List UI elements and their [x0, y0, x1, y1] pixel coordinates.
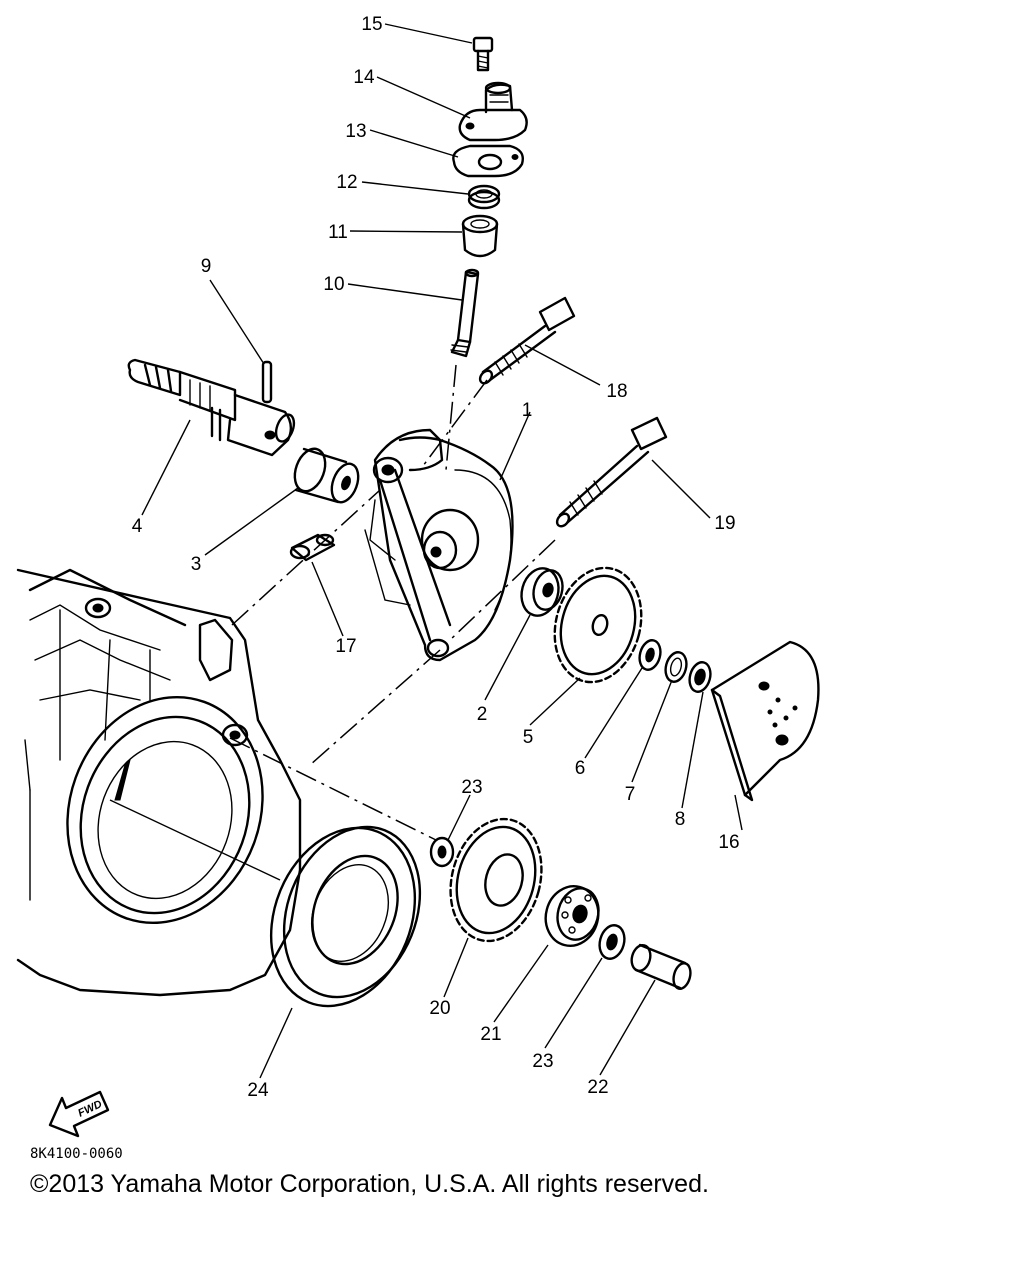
- crankcase-cover: [16, 568, 302, 997]
- part-11-sleeve: [461, 214, 499, 258]
- part-17-collar: [289, 533, 336, 562]
- label-17: 17: [335, 636, 356, 657]
- part-1-cover: [364, 428, 514, 662]
- part-22-collar: [630, 943, 692, 990]
- part-16-plate: [710, 640, 820, 802]
- label-12: 12: [336, 172, 357, 193]
- label-7: 7: [625, 784, 636, 805]
- part-10-rod: [450, 268, 480, 358]
- label-14: 14: [353, 67, 375, 88]
- part-18-bolt: [478, 296, 576, 385]
- label-18: 18: [606, 381, 627, 402]
- label-6: 6: [575, 758, 586, 779]
- label-21: 21: [480, 1024, 501, 1045]
- label-2: 2: [477, 704, 488, 725]
- label-15: 15: [361, 14, 382, 35]
- part-13-gasket: [452, 144, 524, 178]
- label-5: 5: [523, 727, 534, 748]
- part-23-washer-lower: [598, 924, 626, 960]
- label-16: 16: [718, 832, 739, 853]
- label-13: 13: [345, 121, 366, 142]
- forward-arrow-icon: FWD: [48, 1090, 110, 1138]
- drawing-code: 8K4100-0060: [30, 1146, 123, 1162]
- label-24: 24: [247, 1080, 269, 1101]
- label-11: 11: [328, 222, 348, 243]
- part-6-washer: [638, 639, 662, 671]
- copyright-notice: ©2013 Yamaha Motor Corporation, U.S.A. A…: [30, 1170, 709, 1198]
- label-1: 1: [522, 400, 533, 421]
- leader-lines: [141, 23, 743, 1079]
- label-23-lower: 23: [532, 1051, 553, 1072]
- part-8-clip: [688, 661, 712, 693]
- label-19: 19: [714, 513, 735, 534]
- part-3-bushing: [293, 447, 360, 504]
- part-19-bolt: [555, 416, 668, 528]
- part-24-seal: [269, 825, 422, 1008]
- label-22: 22: [587, 1077, 608, 1098]
- part-7-washer: [664, 651, 688, 683]
- label-10: 10: [323, 274, 344, 295]
- part-4-shaft: [127, 358, 296, 457]
- part-23-washer-upper: [429, 836, 455, 868]
- alignment-lines: [109, 364, 556, 881]
- part-9-pin: [261, 360, 273, 404]
- label-20: 20: [429, 998, 450, 1019]
- part-14-housing: [458, 81, 528, 142]
- part-2-washer: [520, 567, 564, 617]
- part-21-bearing: [544, 885, 600, 947]
- part-20-sprocket: [449, 817, 543, 943]
- label-3: 3: [191, 554, 202, 575]
- part-12-seal: [467, 184, 501, 210]
- part-labels: 1 2 3 4 5 6 7 8 9 10 11 12 13 14 15 16 1…: [132, 14, 740, 1101]
- label-23-upper: 23: [461, 777, 482, 798]
- label-9: 9: [201, 256, 212, 277]
- part-15-bolt: [472, 36, 494, 72]
- label-8: 8: [675, 809, 686, 830]
- part-5-sprocket: [553, 566, 643, 684]
- label-4: 4: [132, 516, 143, 537]
